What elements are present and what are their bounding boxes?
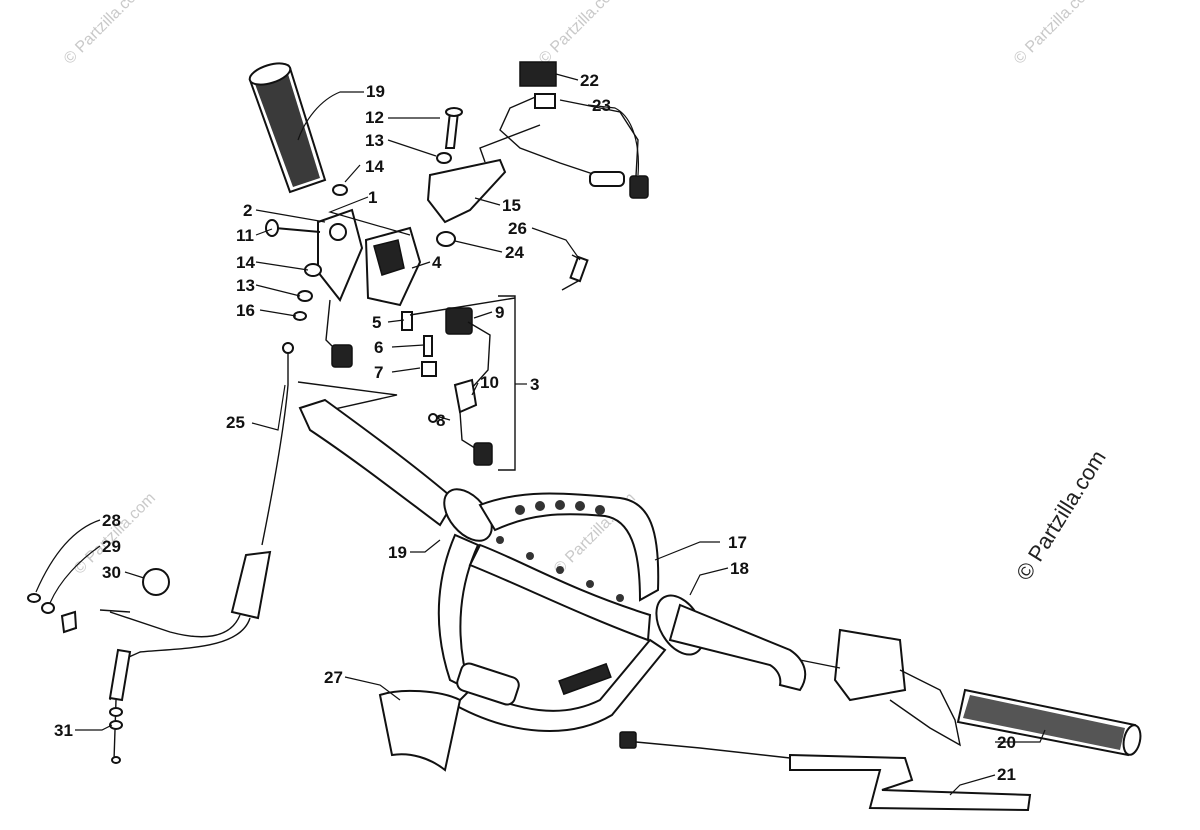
callout-labels: 19 12 13 14 1 2 11 14 13 16 4 5 6 7 8 9 …	[54, 71, 1016, 784]
callout-19: 19	[388, 543, 407, 562]
watermark-top-right: © Partzilla.com	[1011, 0, 1099, 68]
switch-housing-drawing	[317, 208, 422, 368]
callout-27: 27	[324, 668, 343, 687]
callout-26: 26	[508, 219, 527, 238]
callout-30: 30	[102, 563, 121, 582]
fasteners-drawing	[265, 107, 589, 321]
cable-drawing	[27, 342, 294, 764]
callout-20-upper: 19	[366, 82, 385, 101]
callout-12: 12	[365, 108, 384, 127]
callout-25: 25	[226, 413, 245, 432]
callout-9: 9	[495, 303, 504, 322]
callout-24: 24	[505, 243, 524, 262]
callout-16: 16	[236, 301, 255, 320]
brake-assembly-drawing	[799, 628, 1142, 757]
callout-11: 11	[236, 226, 254, 245]
callout-22: 22	[580, 71, 599, 90]
callout-1: 1	[368, 188, 377, 207]
heater-element-drawing	[619, 731, 1032, 812]
callout-17: 17	[728, 533, 747, 552]
partzilla-watermark: © Partzilla.com	[1011, 446, 1111, 585]
callout-2: 2	[243, 201, 252, 220]
callout-31: 31	[54, 721, 73, 740]
callout-23: 23	[592, 96, 611, 115]
callout-14-lower: 14	[236, 253, 255, 272]
callout-13-upper: 13	[365, 131, 384, 150]
callout-7: 7	[374, 363, 383, 382]
callout-14-upper: 14	[365, 157, 384, 176]
throttle-lever-drawing	[426, 124, 541, 224]
leader-lines	[35, 73, 1046, 796]
watermark-top-left: © Partzilla.com	[61, 0, 149, 68]
throttle-harness-drawing	[499, 61, 649, 199]
callout-18: 18	[730, 559, 749, 578]
callout-15: 15	[502, 196, 521, 215]
callout-28: 28	[102, 511, 121, 530]
callout-29: 29	[102, 537, 121, 556]
callout-21: 21	[997, 765, 1016, 784]
callout-20-lower: 20	[997, 733, 1016, 752]
watermark-top-center: © Partzilla.com	[536, 0, 624, 68]
left-grip-drawing	[248, 62, 327, 194]
kill-switch-drawing	[297, 295, 516, 471]
callout-6: 6	[374, 338, 383, 357]
handlebar-drawing	[298, 398, 807, 733]
callout-13-lower: 13	[236, 276, 255, 295]
callout-5: 5	[372, 313, 381, 332]
bar-pad-drawing	[378, 689, 462, 772]
callout-8: 8	[436, 411, 445, 430]
callout-10: 10	[480, 373, 499, 392]
callout-4: 4	[432, 253, 442, 272]
callout-3: 3	[530, 375, 539, 394]
